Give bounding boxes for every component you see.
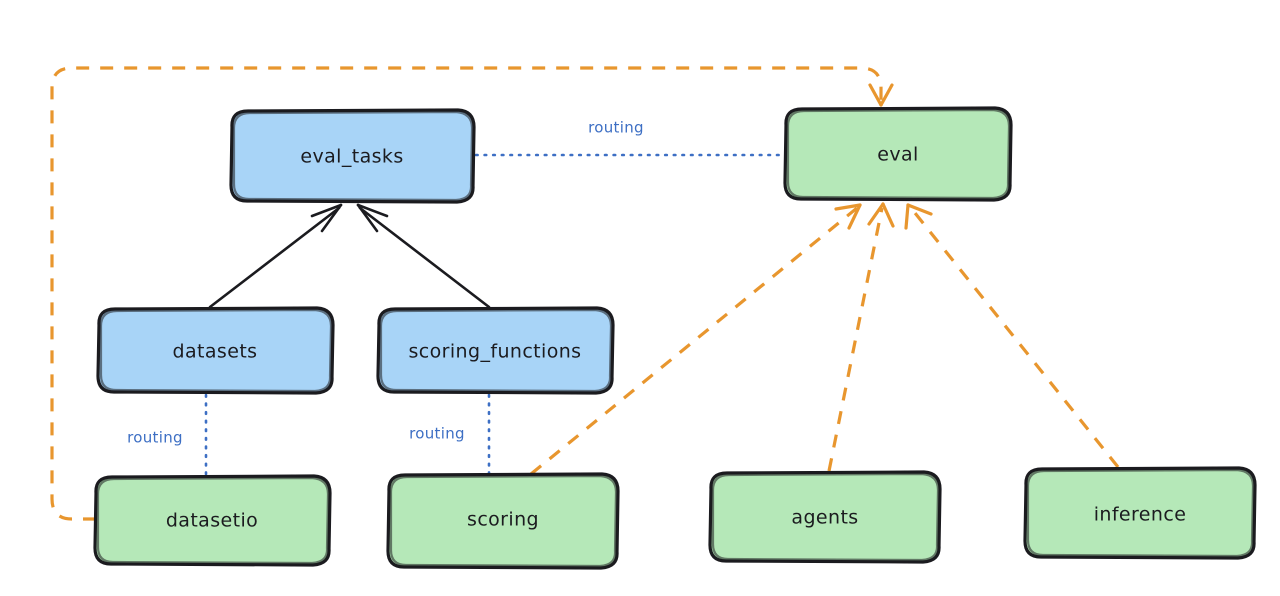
node-scoring-functions[interactable]: scoring_functions — [376, 306, 615, 395]
node-label-scoring-functions: scoring_functions — [409, 341, 582, 363]
edge-label-routing-eval-tasks: routing — [588, 119, 644, 137]
node-label-datasets: datasets — [173, 341, 258, 363]
edge-label-routing-scoring-functions: routing — [409, 425, 465, 443]
node-label-inference: inference — [1094, 504, 1187, 526]
node-label-datasetio: datasetio — [166, 510, 258, 532]
edge-inference-to-eval — [904, 203, 1120, 468]
edge-scoring-functions-to-eval-tasks — [356, 203, 491, 309]
edge-label-routing-datasets: routing — [127, 429, 183, 447]
node-inference[interactable]: inference — [1023, 466, 1257, 560]
node-label-eval: eval — [877, 144, 918, 166]
node-label-agents: agents — [791, 507, 858, 529]
node-eval[interactable]: eval — [783, 106, 1013, 202]
node-datasetio[interactable]: datasetio — [93, 474, 332, 567]
edge-agents-to-eval — [827, 202, 895, 472]
edge-datasets-to-eval-tasks — [208, 203, 343, 309]
edge-datasetio-to-eval — [50, 66, 894, 521]
node-datasets[interactable]: datasets — [96, 306, 335, 395]
node-agents[interactable]: agents — [708, 470, 942, 564]
node-label-scoring: scoring — [467, 509, 539, 531]
node-eval-tasks[interactable]: eval_tasks — [229, 108, 476, 204]
node-scoring[interactable]: scoring — [386, 472, 620, 570]
edge-scoring-to-eval — [529, 203, 862, 476]
node-label-eval-tasks: eval_tasks — [300, 146, 403, 168]
